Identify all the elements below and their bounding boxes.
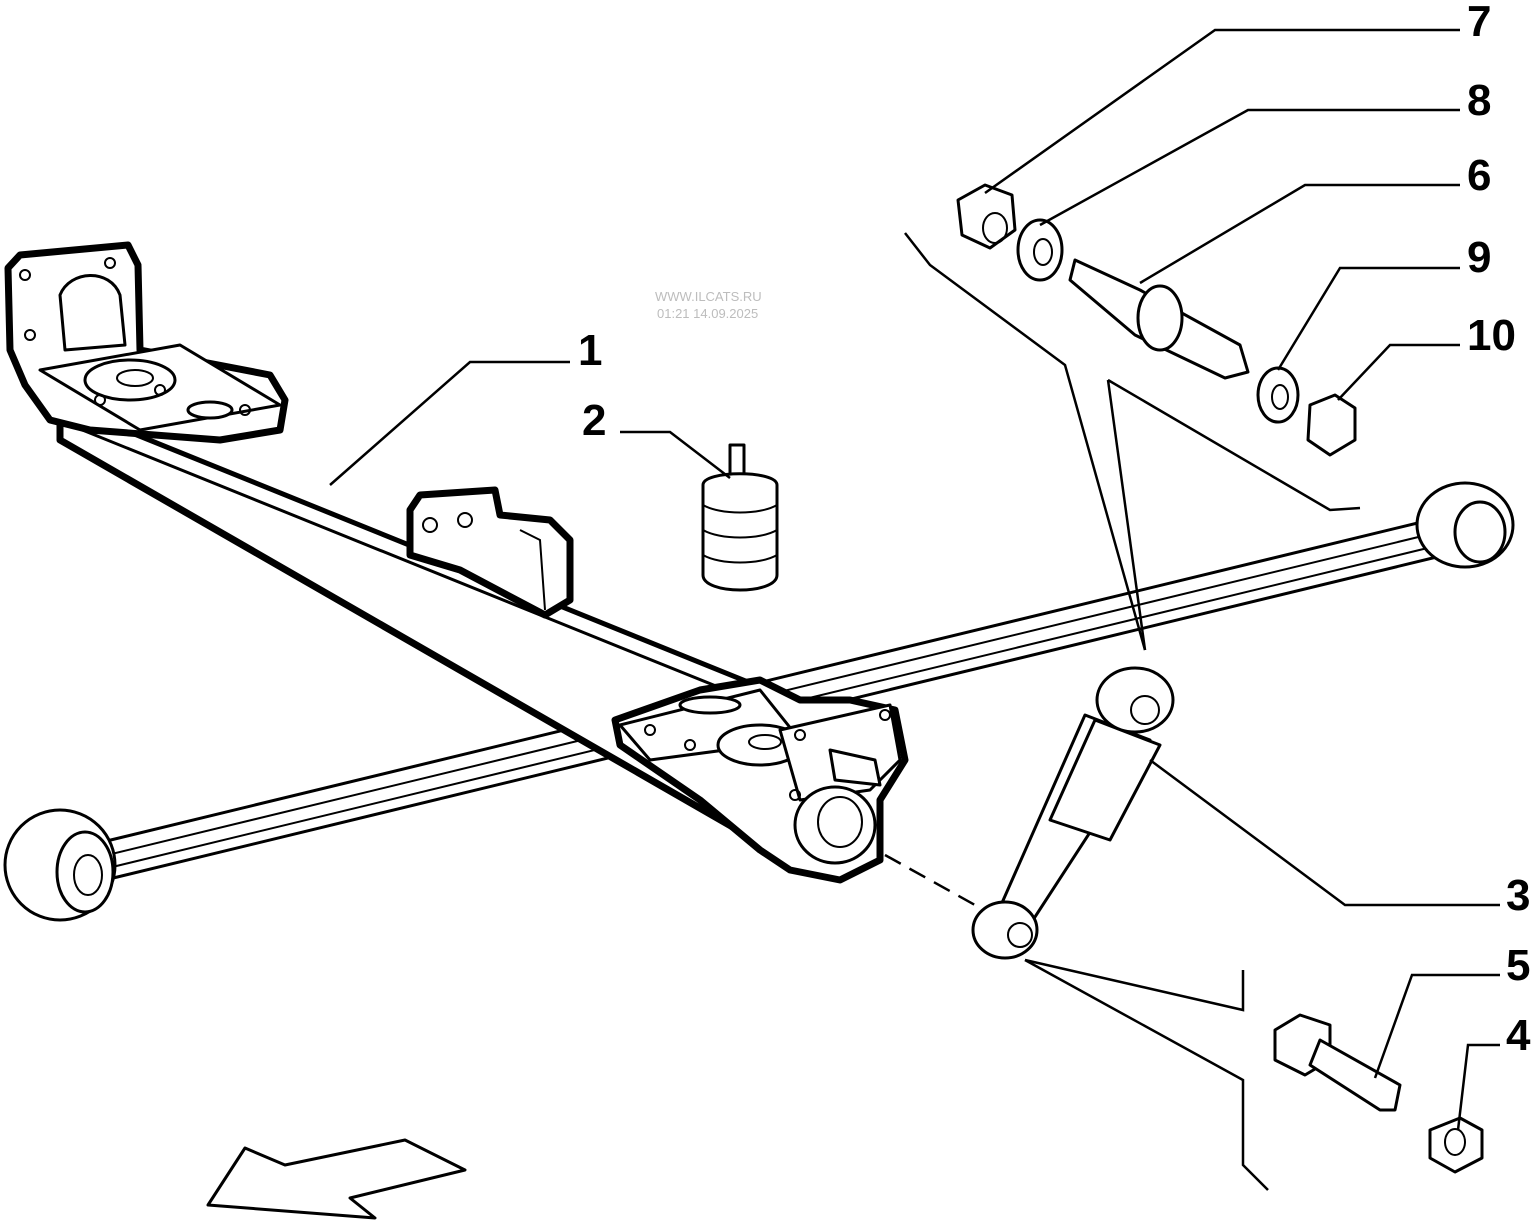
bolt-shank-lower	[1308, 1038, 1402, 1112]
callout-5[interactable]: 5	[1506, 941, 1530, 990]
leader-lines	[329, 28, 1500, 1131]
callout-6[interactable]: 6	[1467, 151, 1491, 200]
callout-2[interactable]: 2	[582, 396, 606, 445]
leader-4	[1456, 1043, 1500, 1131]
callout-8[interactable]: 8	[1467, 76, 1491, 125]
front-direction-arrow-icon	[206, 1138, 467, 1220]
bump-stop[interactable]	[701, 443, 779, 592]
callout-9[interactable]: 9	[1467, 233, 1491, 282]
axle-beam[interactable]	[4, 241, 909, 884]
callout-numbers: 1 2 3 4 5 6 7 8 9 10	[578, 0, 1531, 1060]
washer-upper-outer	[1016, 218, 1064, 282]
lower-mount-hardware[interactable]	[1273, 1013, 1484, 1174]
shock-absorber[interactable]	[971, 666, 1175, 960]
leader-1	[329, 360, 570, 486]
leader-5	[1373, 973, 1500, 1079]
watermark-site: WWW.ILCATS.RU	[655, 289, 762, 304]
callout-1[interactable]: 1	[578, 326, 602, 375]
leader-9	[1276, 266, 1460, 371]
washer-upper-inner	[1256, 366, 1300, 424]
callout-4[interactable]: 4	[1506, 1011, 1531, 1060]
leader-2	[620, 430, 731, 479]
callout-7[interactable]: 7	[1467, 0, 1491, 46]
nut-lower	[1428, 1116, 1484, 1174]
assembly-lines	[884, 232, 1361, 1191]
leader-10	[1337, 343, 1460, 401]
callout-3[interactable]: 3	[1506, 871, 1530, 920]
leader-3	[1149, 758, 1500, 907]
callout-10[interactable]: 10	[1467, 311, 1516, 360]
leader-6	[1139, 183, 1460, 285]
watermark-timestamp: 01:21 14.09.2025	[657, 306, 758, 321]
watermark: WWW.ILCATS.RU 01:21 14.09.2025	[655, 289, 762, 321]
upper-mount-hardware[interactable]	[956, 183, 1357, 457]
leader-7	[984, 28, 1460, 195]
nut-upper-inner	[1306, 393, 1357, 457]
leader-8	[1039, 108, 1460, 227]
